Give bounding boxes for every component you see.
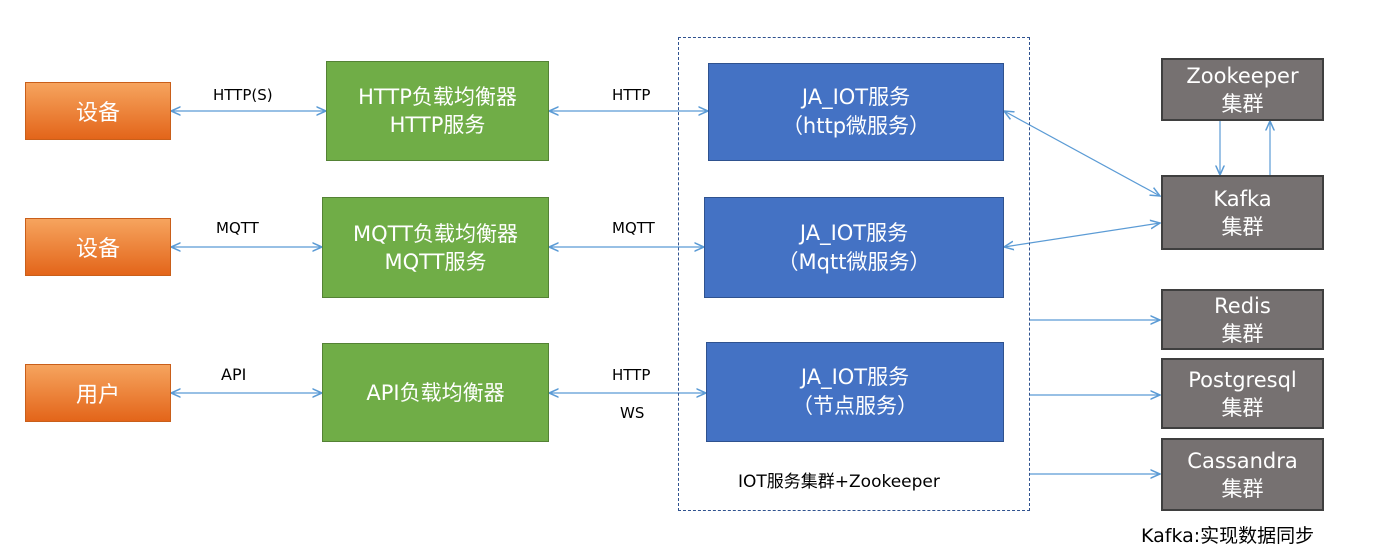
- ja-iot-mqtt-service-title: JA_IOT服务: [799, 220, 909, 245]
- device-node-2: 设备: [25, 218, 171, 276]
- ja-iot-http-service: JA_IOT服务 （http微服务）: [708, 63, 1004, 161]
- ja-iot-http-service-title: JA_IOT服务: [801, 85, 911, 109]
- kafka-cluster-title: Kafka: [1213, 186, 1272, 211]
- iot-service-cluster-group: [678, 37, 1030, 511]
- device-node-1-label: 设备: [75, 101, 120, 126]
- ja-iot-mqtt-service: JA_IOT服务 （Mqtt微服务）: [704, 197, 1004, 298]
- api-load-balancer-title: API负载均衡器: [366, 380, 505, 405]
- edge-svc1-kafka: [1004, 111, 1160, 196]
- cassandra-cluster: Cassandra 集群: [1161, 438, 1324, 511]
- edge-svc2-kafka: [1004, 223, 1160, 247]
- zookeeper-cluster-subtitle: 集群: [1221, 91, 1264, 116]
- edge-label-api: API: [221, 365, 247, 384]
- device-node-1: 设备: [25, 82, 171, 140]
- device-node-2-label: 设备: [75, 237, 120, 262]
- http-load-balancer-subtitle: HTTP服务: [389, 113, 486, 137]
- ja-iot-node-service: JA_IOT服务 （节点服务）: [706, 342, 1004, 442]
- edge-label-http-3: HTTP: [612, 366, 651, 384]
- zookeeper-cluster: Zookeeper 集群: [1161, 58, 1324, 121]
- edge-label-http-1: HTTP: [612, 86, 651, 104]
- edge-label-mqtt-2: MQTT: [612, 219, 655, 237]
- kafka-cluster: Kafka 集群: [1161, 175, 1324, 250]
- ja-iot-node-service-title: JA_IOT服务: [800, 365, 910, 389]
- user-node: 用户: [25, 364, 171, 422]
- kafka-cluster-subtitle: 集群: [1221, 214, 1264, 239]
- postgresql-cluster-title: Postgresql: [1188, 367, 1297, 392]
- mqtt-load-balancer-title: MQTT负载均衡器: [353, 221, 518, 246]
- postgresql-cluster-subtitle: 集群: [1221, 395, 1264, 420]
- cassandra-cluster-subtitle: 集群: [1221, 476, 1264, 501]
- user-node-label: 用户: [75, 383, 120, 408]
- cassandra-cluster-title: Cassandra: [1187, 448, 1298, 473]
- cluster-group-label: IOT服务集群+Zookeeper: [738, 472, 940, 492]
- postgresql-cluster: Postgresql 集群: [1161, 358, 1324, 429]
- ja-iot-node-service-subtitle: （节点服务）: [792, 394, 918, 418]
- ja-iot-mqtt-service-subtitle: （Mqtt微服务）: [777, 249, 931, 274]
- ja-iot-http-service-subtitle: （http微服务）: [781, 114, 931, 138]
- redis-cluster-title: Redis: [1214, 293, 1271, 318]
- zookeeper-cluster-title: Zookeeper: [1186, 63, 1299, 88]
- redis-cluster-subtitle: 集群: [1221, 321, 1264, 346]
- http-load-balancer-title: HTTP负载均衡器: [358, 85, 517, 109]
- http-load-balancer: HTTP负载均衡器 HTTP服务: [326, 61, 549, 161]
- redis-cluster: Redis 集群: [1161, 289, 1324, 350]
- mqtt-load-balancer-subtitle: MQTT服务: [384, 249, 487, 274]
- edge-label-ws: WS: [620, 404, 645, 422]
- api-load-balancer: API负载均衡器: [322, 343, 549, 442]
- edge-label-https: HTTP(S): [213, 86, 273, 104]
- footnote: Kafka:实现数据同步: [1141, 525, 1315, 547]
- mqtt-load-balancer: MQTT负载均衡器 MQTT服务: [322, 197, 549, 298]
- edge-label-mqtt-1: MQTT: [216, 219, 259, 237]
